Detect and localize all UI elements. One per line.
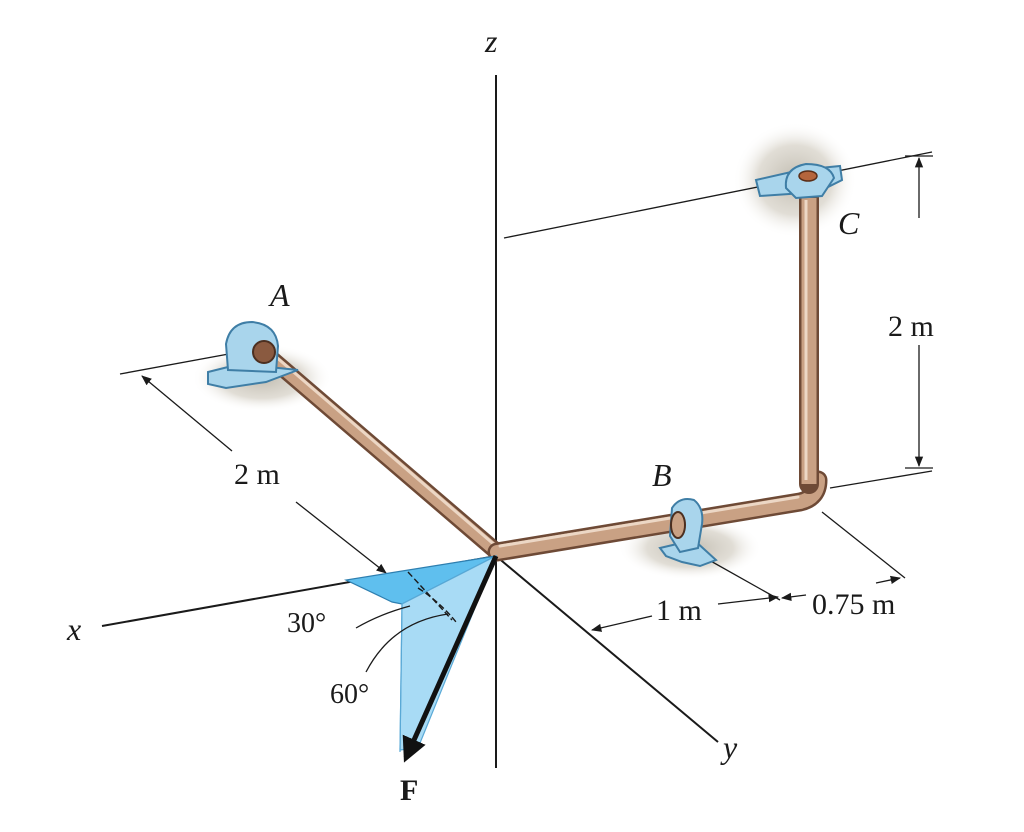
force-label: F [400, 774, 418, 807]
pipe-segment-oa-highlight [266, 348, 499, 549]
y-axis-label: y [720, 729, 738, 765]
bend-extension-line [829, 470, 933, 489]
bend-dim-line-right [875, 575, 902, 584]
support-a-bore [252, 340, 276, 364]
oa-dimension-line-lower [295, 501, 387, 574]
y-axis [495, 555, 719, 743]
bend-ext-line-2 [821, 511, 906, 579]
angle-arc-30 [407, 571, 453, 621]
pipe-segment-ob-highlight [498, 495, 800, 548]
oa-dimension-line-upper [141, 375, 233, 452]
angle-leader-30 [355, 605, 411, 629]
bend-dim-line-left [780, 592, 807, 601]
pipe-segment-oa-fill [260, 348, 503, 558]
support-c [754, 162, 844, 200]
support-b [658, 498, 718, 568]
support-b-collar [670, 511, 686, 539]
oa-dimension-label: 2 m [234, 458, 280, 491]
support-c-bore [798, 170, 818, 182]
point-b-label: B [652, 457, 672, 493]
point-a-label: A [268, 277, 290, 313]
c-reference-line [503, 151, 933, 239]
ob-dimension-label: 1 m [656, 594, 702, 627]
a-extension-line [119, 350, 246, 375]
x-axis-label: x [66, 611, 81, 647]
ob-dim-line-left [590, 615, 653, 632]
angle-label-60: 60° [330, 679, 369, 710]
angle-leader-60 [365, 613, 449, 673]
c-height-label: 2 m [888, 310, 934, 343]
force-plane-edge [399, 603, 403, 753]
force-vector [402, 554, 499, 763]
support-a [207, 320, 299, 390]
b-extension-line [699, 554, 781, 601]
point-c-label: C [838, 205, 860, 241]
ob-dim-line-right [717, 593, 780, 605]
bend-dimension-label: 0.75 m [812, 588, 895, 621]
z-axis-label: z [484, 23, 498, 59]
angle-label-30: 30° [287, 608, 326, 639]
angle-arc-60 [417, 587, 457, 623]
